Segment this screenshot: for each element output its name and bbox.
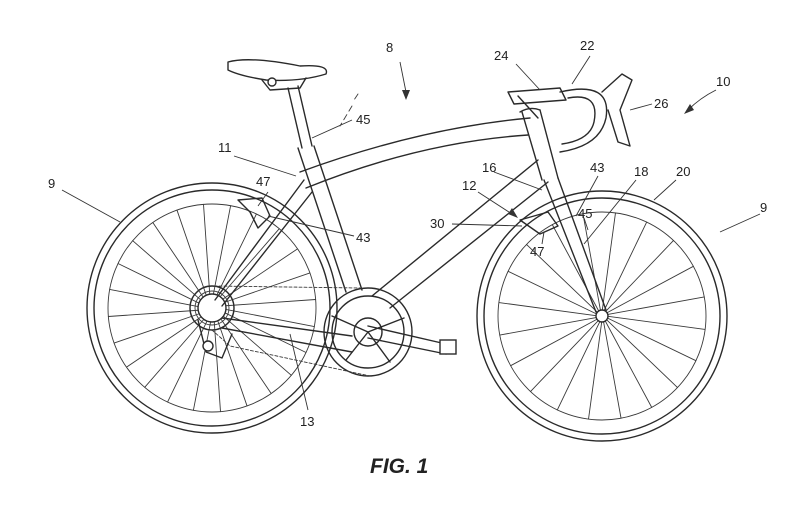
front-wheel-spoke — [607, 320, 678, 388]
front-wheel-spoke — [583, 214, 600, 310]
ref-20: 20 — [676, 164, 690, 179]
front-wheel-spoke — [499, 303, 596, 316]
drivetrain — [190, 286, 456, 376]
rear-wheel-spoke — [225, 313, 306, 353]
ref-45-front: 45 — [578, 206, 592, 221]
ref-8: 8 — [386, 40, 393, 55]
front-wheel-spoke — [608, 297, 704, 314]
ref-10: 10 — [716, 74, 730, 89]
front-wheel-spoke — [589, 322, 602, 419]
ref-11: 11 — [218, 140, 232, 155]
front-wheel — [477, 191, 727, 441]
rear-wheel-spoke — [213, 206, 230, 294]
rear-wheel-spoke — [108, 310, 198, 316]
front-wheel-spoke — [605, 321, 651, 407]
rear-wheel-spoke — [221, 319, 271, 394]
front-wheel-spoke — [607, 266, 693, 312]
front-wheel-spoke — [606, 240, 674, 311]
ref-45-rear: 45 — [356, 112, 370, 127]
rear-wheel-spoke — [226, 300, 316, 306]
rear-wheel-spoke — [217, 214, 257, 295]
ref-47-rear: 47 — [256, 174, 270, 189]
ref-26: 26 — [654, 96, 668, 111]
ref-13: 13 — [300, 414, 314, 429]
rear-wheel-spoke — [153, 222, 203, 297]
front-wheel-spoke — [530, 321, 598, 392]
ref-24: 24 — [494, 48, 508, 63]
front-wheel-spoke — [604, 222, 647, 310]
front-wheel-spoke — [557, 322, 600, 410]
ref-9-rear: 9 — [48, 176, 55, 191]
front-wheel-spoke — [511, 319, 597, 365]
ref-16: 16 — [482, 160, 496, 175]
bicycle-frame — [215, 60, 632, 352]
rear-wheel-spoke — [110, 289, 198, 306]
ref-22: 22 — [580, 38, 594, 53]
rear-wheel-spoke — [118, 264, 199, 304]
front-wheel-spoke — [602, 213, 615, 310]
front-wheel-spoke — [608, 318, 696, 361]
rear-wheel — [87, 183, 337, 433]
ref-47-front: 47 — [530, 244, 544, 259]
front-wheel-spoke — [500, 318, 596, 335]
figure-caption: FIG. 1 — [370, 455, 428, 478]
rear-wheel-spoke — [126, 317, 201, 367]
ref-12: 12 — [462, 178, 476, 193]
ref-30: 30 — [430, 216, 444, 231]
ref-43-front: 43 — [590, 160, 604, 175]
front-wheel-spoke — [604, 322, 621, 418]
front-wheel-spoke — [552, 225, 598, 311]
ref-18: 18 — [634, 164, 648, 179]
ref-43-rear: 43 — [356, 230, 370, 245]
front-wheel-spoke — [608, 316, 705, 329]
ref-9-front: 9 — [760, 200, 767, 215]
rear-wheel-spoke — [204, 204, 210, 294]
